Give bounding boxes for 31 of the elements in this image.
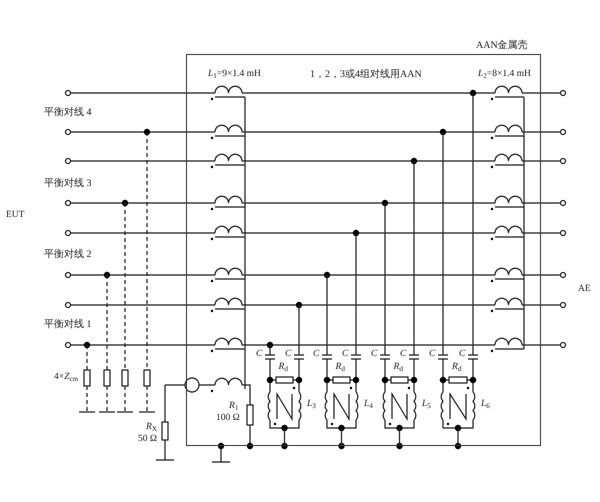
component-label: L$_{5}$ [422,400,431,410]
pair-label: 平衡对线 1 [44,320,92,330]
pair-label: 平衡对线 3 [44,179,92,189]
component-label: R$_{d}$ [452,363,462,372]
component-label: C [342,350,348,360]
component-label: C [459,350,466,360]
inductance-label: L$_{1}$=9×1.4 mH [208,70,261,80]
inductance-label: L$_{2}$=8×1.4 mH [478,70,531,80]
component-label: L$_{6}$ [481,400,490,410]
enclosure-note: 1，2，3或4组对线用AAN [310,68,422,82]
component-label: R$_{d}$ [394,363,403,372]
component-label: R$_{1}$ [229,402,238,412]
component-value: 50 Ω [138,435,157,444]
component-label: 4×Z$_{cm}$ [54,373,78,382]
enclosure-label: AAN金属壳 [476,38,528,53]
pair-label: 平衡对线 2 [44,250,92,260]
component-label: R$_{X}$ [146,423,157,432]
pair-label: 平衡对线 4 [44,108,92,118]
component-label: C [371,350,378,360]
component-label: R$_{d}$ [278,363,288,372]
component-label: L$_{4}$ [364,400,373,410]
port-label: EUT [6,211,24,220]
component-label: R$_{d}$ [336,363,345,372]
component-label: C [429,350,436,360]
component-label: L$_{3}$ [307,400,316,410]
component-label: C [285,350,292,360]
component-label: C [313,350,320,360]
component-label: C [256,350,262,360]
component-value: 100 Ω [216,414,240,424]
component-label: C [400,350,406,360]
port-label: AE [578,285,591,294]
